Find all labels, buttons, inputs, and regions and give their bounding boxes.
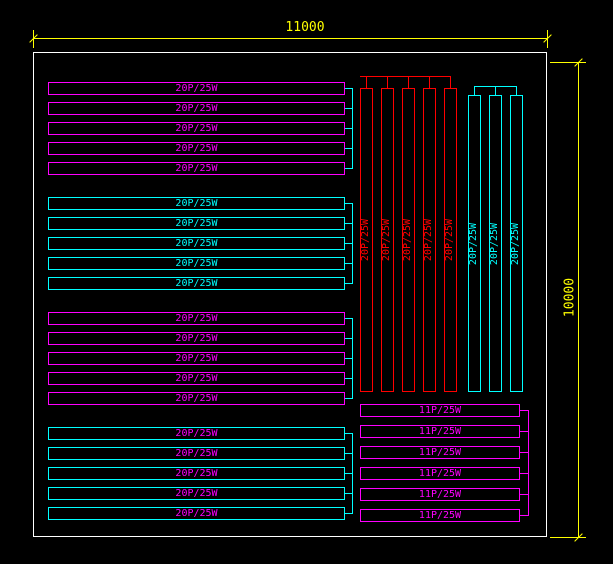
group-connector-line xyxy=(528,410,529,516)
left-rack-bar: 20P/25W xyxy=(48,217,345,230)
connector-stub xyxy=(345,168,352,169)
connector-stub xyxy=(345,128,352,129)
connector-stub xyxy=(345,243,352,244)
group-connector-line xyxy=(352,88,353,169)
connector-stub xyxy=(520,452,528,453)
left-rack-bar: 20P/25W xyxy=(48,82,345,95)
riser-stub xyxy=(366,76,367,88)
left-rack-bar: 20P/25W xyxy=(48,392,345,405)
left-rack-bar: 20P/25W xyxy=(48,427,345,440)
left-rack-bar: 20P/25W xyxy=(48,467,345,480)
left-rack-bar: 20P/25W xyxy=(48,332,345,345)
connector-stub xyxy=(345,318,352,319)
bottom-rack-bar: 11P/25W xyxy=(360,425,520,438)
bottom-rack-bar: 11P/25W xyxy=(360,446,520,459)
connector-stub xyxy=(345,263,352,264)
dimension-line-right xyxy=(578,62,579,537)
riser-bar-cyan: 20P/25W xyxy=(510,95,523,392)
connector-stub xyxy=(345,338,352,339)
dimension-extension-line xyxy=(550,62,586,63)
connector-stub xyxy=(345,453,352,454)
connector-stub xyxy=(520,410,528,411)
connector-stub xyxy=(345,283,352,284)
riser-label: 20P/25W xyxy=(402,218,414,262)
riser-bar-cyan: 20P/25W xyxy=(489,95,502,392)
left-rack-bar: 20P/25W xyxy=(48,162,345,175)
riser-label: 20P/25W xyxy=(510,222,522,265)
connector-stub xyxy=(345,513,352,514)
group-connector-line xyxy=(352,203,353,284)
connector-stub xyxy=(520,473,528,474)
connector-stub xyxy=(345,88,352,89)
left-rack-bar: 20P/25W xyxy=(48,142,345,155)
connector-stub xyxy=(345,473,352,474)
riser-stub xyxy=(387,76,388,88)
connector-stub xyxy=(520,431,528,432)
left-rack-bar: 20P/25W xyxy=(48,507,345,520)
riser-label: 20P/25W xyxy=(489,222,501,265)
left-rack-bar: 20P/25W xyxy=(48,447,345,460)
connector-stub xyxy=(520,494,528,495)
left-rack-bar: 20P/25W xyxy=(48,372,345,385)
group-connector-line xyxy=(352,433,353,514)
left-rack-bar: 20P/25W xyxy=(48,277,345,290)
left-rack-bar: 20P/25W xyxy=(48,487,345,500)
connector-stub xyxy=(345,223,352,224)
riser-label: 20P/25W xyxy=(444,218,456,262)
left-rack-bar: 20P/25W xyxy=(48,102,345,115)
riser-bar-cyan: 20P/25W xyxy=(468,95,481,392)
dimension-line-top xyxy=(33,38,547,39)
group-connector-line xyxy=(352,318,353,399)
connector-stub xyxy=(345,398,352,399)
riser-stub xyxy=(474,86,475,95)
left-rack-bar: 20P/25W xyxy=(48,197,345,210)
bottom-rack-bar: 11P/25W xyxy=(360,509,520,522)
connector-stub xyxy=(345,493,352,494)
dimension-extension-line xyxy=(550,537,586,538)
riser-label: 20P/25W xyxy=(423,218,435,262)
riser-bar-red: 20P/25W xyxy=(444,88,457,392)
connector-stub xyxy=(345,378,352,379)
riser-label: 20P/25W xyxy=(468,222,480,265)
connector-stub xyxy=(345,108,352,109)
riser-label: 20P/25W xyxy=(360,218,372,262)
connector-stub xyxy=(345,358,352,359)
bottom-rack-bar: 11P/25W xyxy=(360,404,520,417)
connector-stub xyxy=(520,515,528,516)
riser-stub xyxy=(516,86,517,95)
riser-stub xyxy=(429,76,430,88)
left-rack-bar: 20P/25W xyxy=(48,257,345,270)
bottom-rack-bar: 11P/25W xyxy=(360,467,520,480)
left-rack-bar: 20P/25W xyxy=(48,352,345,365)
left-rack-bar: 20P/25W xyxy=(48,312,345,325)
riser-stub xyxy=(450,76,451,88)
left-rack-bar: 20P/25W xyxy=(48,122,345,135)
dimension-label-top: 11000 xyxy=(285,20,325,35)
riser-stub xyxy=(408,76,409,88)
connector-stub xyxy=(345,203,352,204)
riser-bar-red: 20P/25W xyxy=(381,88,394,392)
riser-bar-red: 20P/25W xyxy=(423,88,436,392)
riser-bus-line-red xyxy=(360,76,451,77)
left-rack-bar: 20P/25W xyxy=(48,237,345,250)
dimension-label-right: 10000 xyxy=(562,277,578,318)
drawing-border xyxy=(33,52,547,537)
riser-label: 20P/25W xyxy=(381,218,393,262)
bottom-rack-bar: 11P/25W xyxy=(360,488,520,501)
connector-stub xyxy=(345,148,352,149)
riser-bar-red: 20P/25W xyxy=(360,88,373,392)
riser-stub xyxy=(495,86,496,95)
riser-bar-red: 20P/25W xyxy=(402,88,415,392)
connector-stub xyxy=(345,433,352,434)
